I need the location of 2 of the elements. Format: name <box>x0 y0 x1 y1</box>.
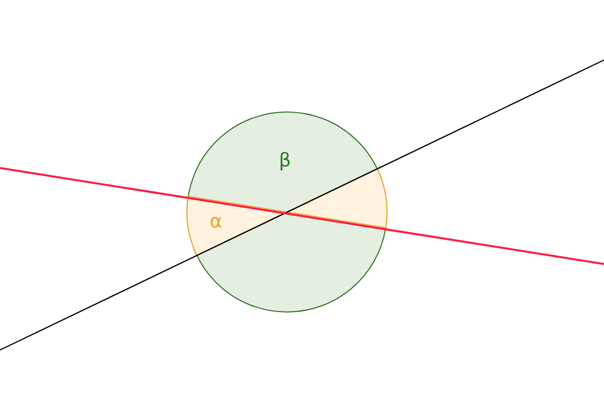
angle-label: α <box>210 212 222 232</box>
angle-label: β <box>278 152 292 170</box>
